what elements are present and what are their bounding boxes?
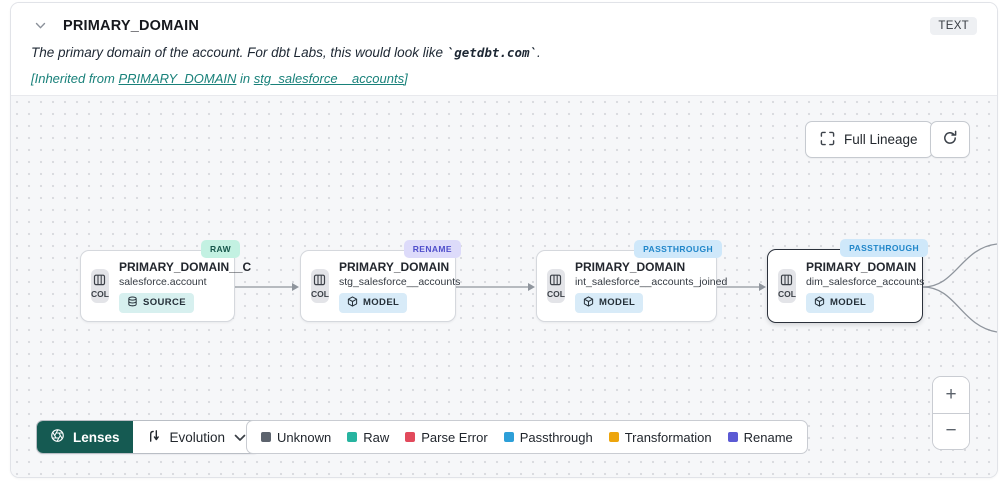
evolution-icon <box>146 428 161 447</box>
refresh-icon <box>942 130 958 149</box>
lineage-node-source[interactable]: RAW COL PRIMARY_DOMAIN__C salesforce.acc… <box>80 240 251 322</box>
lineage-status-badge: PASSTHROUGH <box>634 240 722 258</box>
legend-label: Unknown <box>277 429 332 445</box>
expand-icon <box>820 131 835 149</box>
column-type-badge: TEXT <box>930 17 977 35</box>
description-code: `getdbt.com` <box>446 45 538 60</box>
node-type-badge: MODEL <box>338 292 408 313</box>
lineage-status-badge: RENAME <box>403 240 461 258</box>
cube-icon <box>583 295 594 310</box>
legend-label: Raw <box>363 429 390 445</box>
legend-label: Parse Error <box>421 429 488 445</box>
zoom-in-button[interactable]: + <box>933 377 969 413</box>
legend-swatch <box>608 432 619 442</box>
cube-icon <box>814 295 825 310</box>
node-type-label: MODEL <box>829 297 867 308</box>
lens-selected-label: Evolution <box>169 429 226 445</box>
column-chip: COL <box>91 269 109 303</box>
node-subtitle: salesforce.account <box>118 275 207 288</box>
lenses-button[interactable]: Lenses <box>37 421 133 453</box>
col-chip-label: COL <box>547 289 565 299</box>
collapse-chevron-icon[interactable] <box>31 17 49 35</box>
cube-icon <box>347 295 358 310</box>
lineage-status-badge: PASSTHROUGH <box>840 239 928 257</box>
lineage-node-stg[interactable]: RENAME COL PRIMARY_DOMAIN stg_salesforce… <box>300 240 461 322</box>
refresh-button[interactable] <box>930 121 970 158</box>
aperture-icon <box>50 428 65 446</box>
columns-icon <box>549 274 562 288</box>
node-subtitle: dim_salesforce_accounts <box>805 275 925 288</box>
node-type-label: MODEL <box>362 297 400 308</box>
columns-icon <box>313 274 326 288</box>
legend-item: Raw <box>347 430 389 445</box>
node-body: PRIMARY_DOMAIN stg_salesforce__accounts … <box>338 259 461 313</box>
node-title: PRIMARY_DOMAIN <box>574 259 686 274</box>
inherited-prefix: [Inherited from <box>31 71 119 86</box>
lenses-label: Lenses <box>73 429 120 445</box>
node-subtitle: int_salesforce__accounts_joined <box>574 275 728 288</box>
column-lineage-panel: PRIMARY_DOMAIN TEXT The primary domain o… <box>10 2 998 478</box>
legend-swatch <box>727 432 738 442</box>
legend-label: Passthrough <box>519 429 593 445</box>
database-icon <box>127 296 138 310</box>
description-text: The primary domain of the account. For d… <box>31 45 447 60</box>
legend-label: Rename <box>743 429 793 445</box>
lineage-node-int[interactable]: PASSTHROUGH COL PRIMARY_DOMAIN int_sales… <box>536 240 727 322</box>
legend-item: Rename <box>727 429 793 445</box>
lenses-toolbar: Lenses Evolution <box>36 420 261 454</box>
node-type-badge: MODEL <box>574 292 644 313</box>
node-type-badge: SOURCE <box>118 292 194 313</box>
columns-icon <box>93 274 106 288</box>
legend-label: Transformation <box>624 429 712 445</box>
node-type-label: MODEL <box>598 297 636 308</box>
legend-swatch <box>261 432 271 442</box>
columns-icon <box>780 274 793 288</box>
column-description: The primary domain of the account. For d… <box>31 45 977 66</box>
lens-dropdown[interactable]: Evolution <box>132 421 260 453</box>
column-header: PRIMARY_DOMAIN TEXT The primary domain o… <box>11 3 997 96</box>
column-chip: COL <box>311 269 329 303</box>
node-type-label: SOURCE <box>142 297 186 308</box>
node-body: PRIMARY_DOMAIN dim_salesforce_accounts M… <box>805 259 925 313</box>
chevron-down-icon <box>234 430 246 445</box>
legend-item: Parse Error <box>405 429 488 445</box>
inherited-note: [Inherited from PRIMARY_DOMAIN in stg_sa… <box>31 71 977 86</box>
legend-item: Passthrough <box>503 429 593 445</box>
lineage-canvas[interactable]: RAW COL PRIMARY_DOMAIN__C salesforce.acc… <box>11 96 997 477</box>
inherited-suffix: ] <box>404 71 408 86</box>
column-chip: COL <box>547 269 565 303</box>
legend-swatch <box>347 432 358 442</box>
inherited-model-link[interactable]: stg_salesforce__accounts <box>253 71 405 86</box>
col-chip-label: COL <box>311 289 329 299</box>
zoom-out-button[interactable]: − <box>933 413 969 449</box>
node-body: PRIMARY_DOMAIN__C salesforce.account SOU… <box>118 259 252 313</box>
lineage-legend: Unknown Raw Parse Error Passthrough Tran… <box>246 420 808 454</box>
col-chip-label: COL <box>778 289 796 299</box>
col-chip-label: COL <box>91 289 109 299</box>
inherited-column-link[interactable]: PRIMARY_DOMAIN <box>118 71 237 86</box>
inherited-middle: in <box>236 71 254 86</box>
legend-item: Transformation <box>608 429 712 445</box>
node-title: PRIMARY_DOMAIN <box>805 259 917 274</box>
node-title: PRIMARY_DOMAIN <box>338 259 450 274</box>
node-type-badge: MODEL <box>805 292 875 313</box>
lineage-edges <box>235 243 997 333</box>
full-lineage-label: Full Lineage <box>844 132 918 147</box>
column-chip: COL <box>778 269 796 303</box>
node-title: PRIMARY_DOMAIN__C <box>118 259 252 274</box>
legend-swatch <box>405 432 416 442</box>
legend-item: Unknown <box>261 430 331 445</box>
node-body: PRIMARY_DOMAIN int_salesforce__accounts_… <box>574 259 728 313</box>
zoom-controls: + − <box>932 376 970 450</box>
lineage-status-badge: RAW <box>200 240 240 258</box>
lineage-node-dim[interactable]: PASSTHROUGH COL PRIMARY_DOMAIN dim_sales… <box>767 239 928 323</box>
legend-swatch <box>503 432 514 442</box>
node-subtitle: stg_salesforce__accounts <box>338 275 461 288</box>
column-title: PRIMARY_DOMAIN <box>63 18 199 34</box>
description-period: . <box>537 45 541 60</box>
zoom-divider <box>933 412 969 414</box>
title-row: PRIMARY_DOMAIN TEXT <box>31 14 977 38</box>
full-lineage-button[interactable]: Full Lineage <box>805 121 933 158</box>
